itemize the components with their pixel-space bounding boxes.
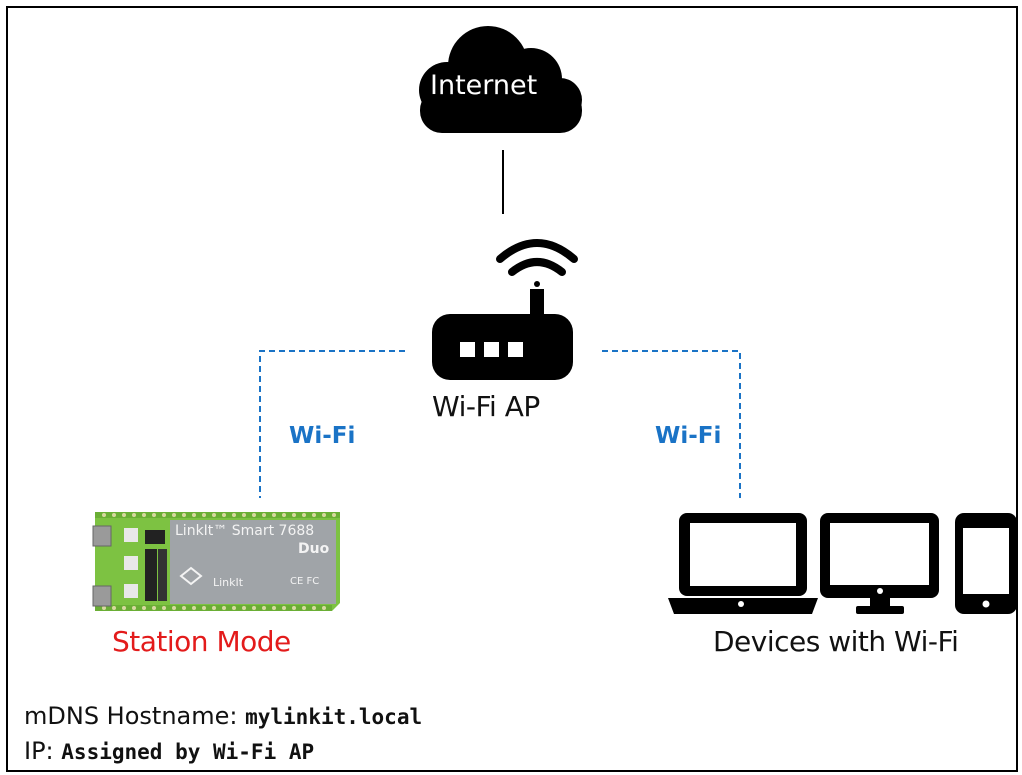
cloud-icon: [419, 26, 582, 133]
hostname-line: mDNS Hostname: mylinkit.local: [24, 702, 422, 730]
desktop-icon: [820, 513, 939, 614]
board-logo: LinkIt: [213, 576, 244, 589]
board-title: LinkIt™ Smart 7688: [175, 523, 315, 539]
wifi-link-left: [259, 350, 405, 498]
right-wifi-label: Wi-Fi: [655, 423, 722, 449]
hostname-value: mylinkit.local: [245, 705, 423, 729]
laptop-icon: [668, 513, 818, 614]
board-image: [92, 512, 340, 611]
station-mode-label: Station Mode: [112, 625, 291, 658]
left-wifi-label: Wi-Fi: [289, 423, 356, 449]
tablet-icon: [955, 513, 1017, 614]
wifi-link-right: [602, 350, 741, 498]
router-icon: [432, 289, 573, 380]
internet-label: Internet: [430, 70, 538, 101]
wifi-signal-icon: [496, 239, 578, 287]
board-cert: CE FC: [290, 576, 320, 587]
devices-label: Devices with Wi-Fi: [713, 625, 959, 658]
ip-line: IP: Assigned by Wi-Fi AP: [24, 737, 314, 765]
hostname-label: mDNS Hostname:: [24, 702, 238, 730]
ip-label: IP:: [24, 737, 54, 765]
access-point-label: Wi-Fi AP: [432, 390, 540, 423]
board-subtitle: Duo: [298, 541, 330, 557]
diagram-frame: [6, 6, 1018, 772]
ip-value: Assigned by Wi-Fi AP: [61, 740, 315, 764]
